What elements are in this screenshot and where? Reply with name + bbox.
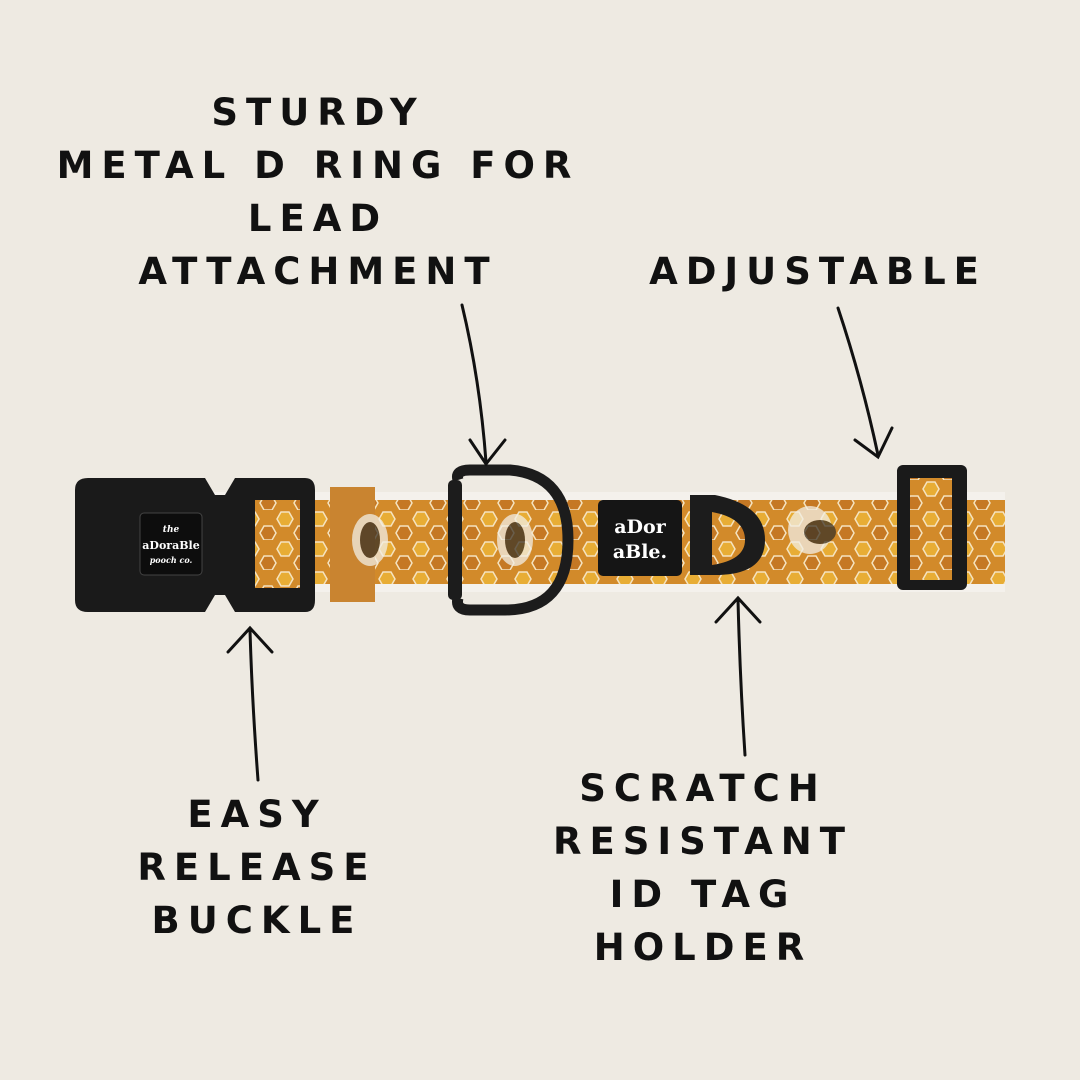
callout-line: ADJUSTABLE <box>649 250 987 293</box>
arrow-buckle <box>226 625 274 782</box>
buckle-logo-line: the <box>163 525 180 535</box>
callout-buckle: EASY RELEASE BUCKLE <box>137 788 376 947</box>
callout-line: SCRATCH <box>579 767 827 810</box>
d-ring <box>452 464 574 616</box>
arrows <box>226 303 894 782</box>
buckle-logo-line: aDoraBle <box>142 539 199 552</box>
callout-line: BUCKLE <box>151 899 363 942</box>
callout-line: HOLDER <box>593 926 813 969</box>
arrow-adjustable <box>836 306 894 460</box>
buckle-logo-line: pooch co. <box>150 555 193 565</box>
callout-line: RESISTANT <box>552 820 854 863</box>
callout-line: STURDY <box>211 91 425 134</box>
callout-line: ID TAG <box>609 873 797 916</box>
arrow-d-ring <box>460 303 507 467</box>
id-tag-holder: aDor aBle. <box>598 495 765 576</box>
callout-line: LEAD <box>247 197 389 240</box>
callout-line: METAL D RING FOR <box>56 144 580 187</box>
tag-logo-line: aBle. <box>613 541 667 563</box>
callout-line: EASY <box>187 793 327 836</box>
bee-prints <box>352 506 836 566</box>
callout-line: ATTACHMENT <box>138 250 498 293</box>
callout-line: RELEASE <box>137 846 377 889</box>
callout-d-ring: STURDY METAL D RING FOR LEAD ATTACHMENT <box>57 86 580 298</box>
callout-adjustable: ADJUSTABLE <box>649 245 987 298</box>
callout-tag-holder: SCRATCH RESISTANT ID TAG HOLDER <box>553 762 853 974</box>
arrow-tag <box>714 595 762 757</box>
tag-logo-line: aDor <box>614 516 666 538</box>
release-buckle: the aDoraBle pooch co. <box>75 478 315 612</box>
